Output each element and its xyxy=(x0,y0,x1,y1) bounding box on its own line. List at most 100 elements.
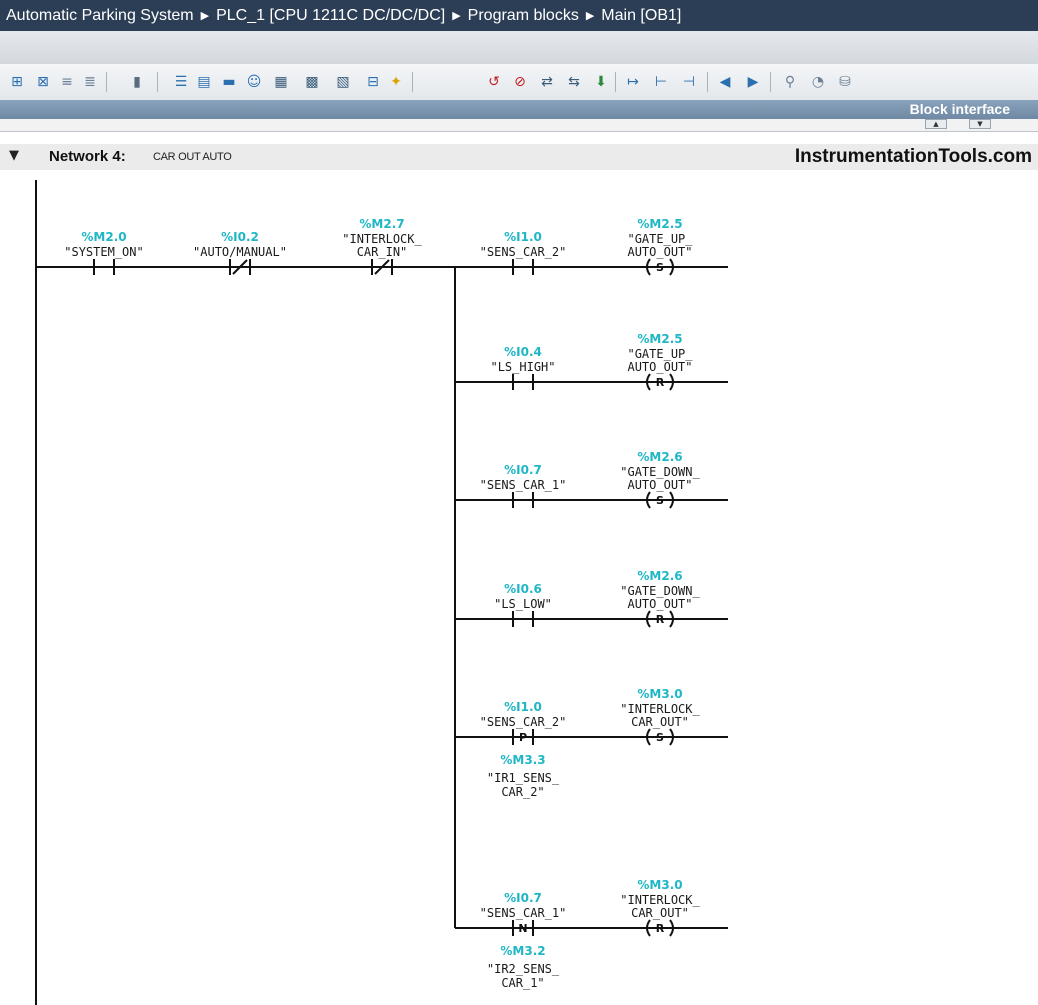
online-monitoring-icon[interactable]: ▦ xyxy=(274,74,288,90)
delete-network-icon[interactable]: ⊠ xyxy=(37,74,49,90)
next-icon[interactable]: ▶ xyxy=(747,74,759,90)
branch-6-coil-address: %M3.0 xyxy=(637,878,682,892)
branch-3-contact-tag: "SENS_CAR_1" xyxy=(480,478,567,492)
show-comments-icon[interactable]: ☺ xyxy=(246,74,262,90)
watermark: InstrumentationTools.com xyxy=(794,146,1032,167)
remove-error-icon[interactable]: ⊘ xyxy=(514,74,526,90)
network-title[interactable]: CAR OUT AUTO xyxy=(153,151,232,163)
align-left-icon[interactable]: ⊢ xyxy=(654,74,668,90)
branch-4-coil-address: %M2.6 xyxy=(637,569,682,583)
branch-6-contact-edge-bit-tag: CAR_1" xyxy=(501,976,544,990)
splitter-strip: ▲ ▼ xyxy=(0,119,1038,132)
absolute-symbolic-icon[interactable]: ☰ xyxy=(174,74,188,90)
breadcrumb-block[interactable]: Main [OB1] xyxy=(601,7,682,24)
branch-2-contact-tag: "LS_HIGH" xyxy=(490,360,555,374)
branch-5-coil-left-arc xyxy=(646,728,651,746)
branch-5-coil-tag: CAR_OUT" xyxy=(631,715,689,729)
align-right-icon[interactable]: ⊣ xyxy=(682,74,696,90)
branch-6-coil-left-arc xyxy=(646,919,651,937)
upload-icon[interactable]: ▧ xyxy=(336,74,350,90)
compare-icon[interactable]: ⊟ xyxy=(367,74,379,90)
branch-5-coil-type: S xyxy=(656,731,664,744)
wizard-icon[interactable]: ✦ xyxy=(390,74,402,90)
branch-6-contact-edge-letter: N xyxy=(518,922,527,935)
branch-3-coil-tag: AUTO_OUT" xyxy=(627,478,692,492)
editor-header-band xyxy=(0,31,1038,65)
branch-2-coil-type: R xyxy=(656,376,665,389)
branch-5-coil-right-arc xyxy=(669,728,674,746)
breadcrumb-project[interactable]: Automatic Parking System xyxy=(6,7,194,24)
branch-6-coil-tag: "INTERLOCK_ xyxy=(620,893,700,907)
toolbar-separator xyxy=(157,72,158,92)
branch-4-contact-address: %I0.6 xyxy=(504,582,542,596)
branch-3-coil-type: S xyxy=(656,494,664,507)
expand-down-icon[interactable]: ▼ xyxy=(969,119,991,129)
breakpoint-icon[interactable]: ⚲ xyxy=(784,74,796,90)
sync-icon[interactable]: ⇄ xyxy=(541,74,553,90)
branch-4-coil-tag: "GATE_DOWN_ xyxy=(620,584,700,598)
branch-3-coil-tag: "GATE_DOWN_ xyxy=(620,465,700,479)
branch-4-coil-left-arc xyxy=(646,610,651,628)
contact-tag: "SYSTEM_ON" xyxy=(64,245,143,259)
block-interface-bar[interactable]: Block interface xyxy=(0,100,1038,119)
title-bar: Automatic Parking System▶PLC_1 [CPU 1211… xyxy=(0,0,1038,31)
branch-5-contact-edge-letter: P xyxy=(519,731,527,744)
download-block-icon[interactable]: ⬇ xyxy=(595,74,607,90)
collapse-up-icon[interactable]: ▲ xyxy=(925,119,947,129)
show-favorites-icon[interactable]: ▤ xyxy=(197,74,211,90)
branch-2-contact-address: %I0.4 xyxy=(504,345,542,359)
branch-1-contact-tag: "SENS_CAR_2" xyxy=(480,245,567,259)
network-header[interactable]: ▼ Network 4: CAR OUT AUTO Instrumentatio… xyxy=(0,144,1038,170)
toolbar-separator xyxy=(615,72,616,92)
insert-network-icon[interactable]: ⊞ xyxy=(11,74,23,90)
contact-tag: "INTERLOCK_ xyxy=(342,232,422,246)
branch-1-coil-type: S xyxy=(656,261,664,274)
contact-address: %I0.2 xyxy=(221,230,259,244)
branch-1-coil-left-arc xyxy=(646,258,651,276)
database-icon[interactable]: ⛁ xyxy=(839,74,851,90)
branch-6-coil-type: R xyxy=(656,922,665,935)
branch-3-coil-right-arc xyxy=(669,491,674,509)
branch-2-coil-right-arc xyxy=(669,373,674,391)
block-interface-label[interactable]: Block interface xyxy=(909,101,1010,117)
breadcrumb-device[interactable]: PLC_1 [CPU 1211C DC/DC/DC] xyxy=(216,7,446,24)
branch-1-coil-tag: AUTO_OUT" xyxy=(627,245,692,259)
breadcrumb-folder[interactable]: Program blocks xyxy=(467,7,579,24)
branch-2-coil-tag: AUTO_OUT" xyxy=(627,360,692,374)
branch-6-contact-tag: "SENS_CAR_1" xyxy=(480,906,567,920)
branch-1-contact-address: %I1.0 xyxy=(504,230,542,244)
branch-2-coil-tag: "GATE_UP_ xyxy=(627,347,693,361)
branch-5-contact-address: %I1.0 xyxy=(504,700,542,714)
contact-automanual-slash xyxy=(232,259,248,275)
contact-address: %M2.0 xyxy=(81,230,126,244)
ladder-diagram: %M2.0"SYSTEM_ON"%I0.2"AUTO/MANUAL"%M2.7"… xyxy=(35,180,728,1005)
branch-5-contact-edge-bit-address: %M3.3 xyxy=(500,753,545,767)
network-overview-icon[interactable]: ▬ xyxy=(222,74,236,90)
toolbar-separator xyxy=(770,72,771,92)
contact-address: %M2.7 xyxy=(359,217,404,231)
branch-6-contact-edge-bit-tag: "IR2_SENS_ xyxy=(487,962,560,976)
previous-icon[interactable]: ◀ xyxy=(719,74,731,90)
contact-tag: "AUTO/MANUAL" xyxy=(193,245,287,259)
go-to-error-icon[interactable]: ↺ xyxy=(488,74,500,90)
branch-4-coil-tag: AUTO_OUT" xyxy=(627,597,692,611)
jump-icon[interactable]: ↦ xyxy=(627,74,639,90)
collapse-network-icon[interactable]: ▼ xyxy=(9,148,19,163)
download-icon[interactable]: ▩ xyxy=(305,74,319,90)
block-call-icon[interactable]: ⇆ xyxy=(568,74,580,90)
insert-row-icon[interactable]: ≡ xyxy=(61,74,73,90)
branch-4-coil-type: R xyxy=(656,613,665,626)
branch-2-coil-address: %M2.5 xyxy=(637,332,682,346)
branch-3-contact-address: %I0.7 xyxy=(504,463,542,477)
branch-6-coil-tag: CAR_OUT" xyxy=(631,906,689,920)
branch-3-coil-address: %M2.6 xyxy=(637,450,682,464)
branch-1-coil-address: %M2.5 xyxy=(637,217,682,231)
contact-interlock-slash xyxy=(374,259,390,275)
add-row-icon[interactable]: ≣ xyxy=(84,74,96,90)
view-icon[interactable]: ◔ xyxy=(811,74,825,90)
open-branch-icon[interactable]: ▮ xyxy=(133,74,141,90)
editor-toolbar: ⊞ ⊠ ≡ ≣ ▮ ☰ ▤ ▬ ☺ ▦ ▩ ▧ ⊟ ✦ ↺ ⊘ ⇄ ⇆ ⬇ ↦ … xyxy=(0,64,1038,100)
branch-2-coil-left-arc xyxy=(646,373,651,391)
branch-6-contact-address: %I0.7 xyxy=(504,891,542,905)
branch-5-contact-edge-bit-tag: CAR_2" xyxy=(501,785,544,799)
